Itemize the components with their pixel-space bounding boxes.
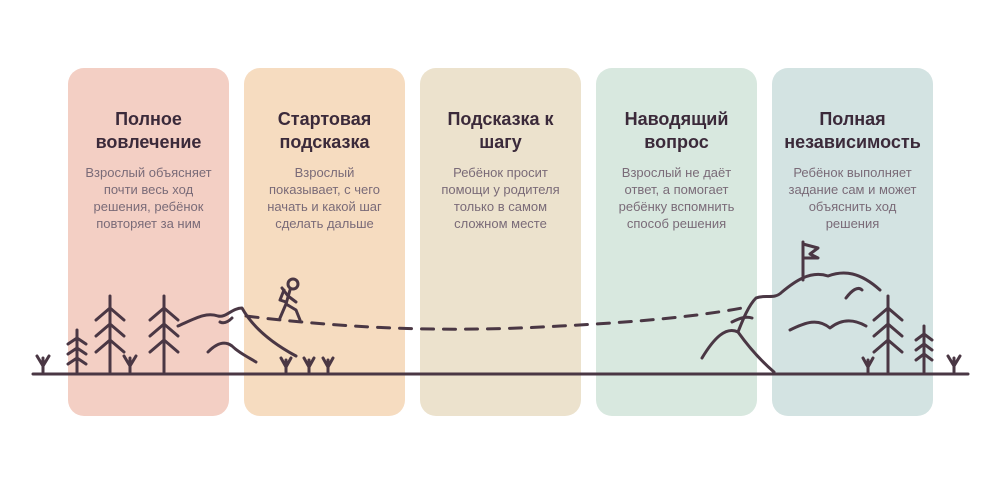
stage-title: Подсказка к шагу xyxy=(447,109,554,152)
grass-icon xyxy=(35,354,51,374)
stage-card-4: Наводящий вопрос Взрослый не даёт ответ,… xyxy=(596,68,757,416)
stage-description: Взрослый объясняет почти весь ход решени… xyxy=(85,165,212,231)
stage-card-2: Стартовая подсказка Взрослый показывает,… xyxy=(244,68,405,416)
stage-card-5: Полная независимость Ребёнок выполняет з… xyxy=(772,68,933,416)
stage-title: Полное вовлечение xyxy=(95,109,202,152)
stage-description: Взрослый показывает, с чего начать и как… xyxy=(267,165,382,231)
stage-title: Полная независимость xyxy=(784,109,921,152)
stage-description: Ребёнок выполняет задание сам и может об… xyxy=(788,165,917,231)
stage-description: Взрослый не даёт ответ, а помогает ребён… xyxy=(618,165,735,231)
stage-card-1: Полное вовлечение Взрослый объясняет поч… xyxy=(68,68,229,416)
stage-card-3: Подсказка к шагу Ребёнок просит помощи у… xyxy=(420,68,581,416)
grass-icon xyxy=(946,354,962,374)
stage-description: Ребёнок просит помощи у родителя только … xyxy=(441,165,560,231)
stage-title: Наводящий вопрос xyxy=(624,109,729,152)
stage-title: Стартовая подсказка xyxy=(277,109,372,152)
